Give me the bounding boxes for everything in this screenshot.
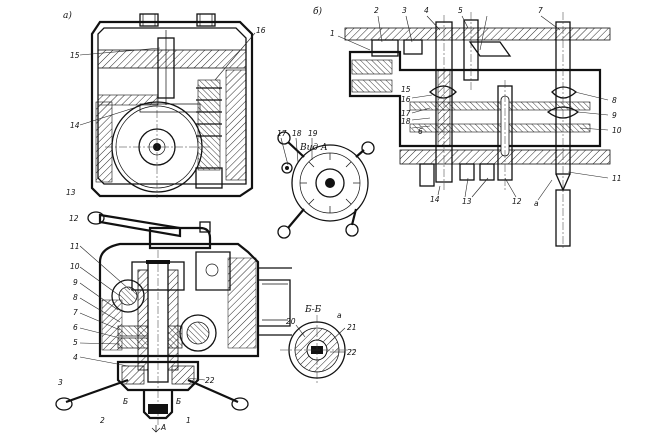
view-b-title: б) xyxy=(313,6,322,17)
view-b-mechanism xyxy=(337,12,611,250)
callout-bb-a: a xyxy=(337,311,342,320)
callout-12: 12 xyxy=(69,214,79,223)
callout-13: 13 xyxy=(66,188,76,197)
callout-b-17: 17 xyxy=(401,109,411,118)
view-a-top-housing xyxy=(79,13,256,198)
callout-b-13: 13 xyxy=(462,197,472,206)
callout-18: 18 xyxy=(292,129,302,138)
callout-b-15: 15 xyxy=(401,85,411,94)
callout-19: 19 xyxy=(308,129,318,138)
callout-b-8: 8 xyxy=(612,96,617,105)
callout-16: 16 xyxy=(256,26,266,35)
callout-b-7: 7 xyxy=(538,6,543,15)
callout-7: 7 xyxy=(73,308,78,317)
view-a-title: a) xyxy=(63,10,72,21)
view-a-bottom-section xyxy=(55,211,292,433)
section-bb xyxy=(280,315,355,385)
callout-b-5: 5 xyxy=(458,6,463,15)
callout-21: 21 xyxy=(347,323,357,332)
callout-1: 1 xyxy=(186,416,191,425)
callout-14: 14 xyxy=(70,121,80,130)
callout-b-right: Б xyxy=(176,397,181,406)
callout-5: 5 xyxy=(73,338,78,347)
callout-b-10: 10 xyxy=(612,126,622,135)
callout-b-2: 2 xyxy=(374,6,379,15)
callout-3: 3 xyxy=(58,378,63,387)
callout-15: 15 xyxy=(70,51,80,60)
callout-b-left: Б xyxy=(123,397,128,406)
callout-b-3: 3 xyxy=(402,6,407,15)
callout-b-4: 4 xyxy=(424,6,429,15)
callout-10: 10 xyxy=(70,262,80,271)
callout-b-16: 16 xyxy=(401,95,411,104)
callout-b-1: 1 xyxy=(330,29,335,38)
callout-b-12: 12 xyxy=(512,197,522,206)
callouts-view-a: 15 16 14 13 12 11 10 9 8 7 6 5 4 3 2 Б Б… xyxy=(58,26,266,432)
callouts-view-b: 1 2 3 4 5 7 8 9 10 11 15 16 17 18 6 14 1… xyxy=(330,6,622,208)
callout-9: 9 xyxy=(73,278,78,287)
callout-17: 17 xyxy=(277,129,287,138)
callout-22: 22 xyxy=(205,376,215,385)
view-titles: a) б) Вид A Б-Б xyxy=(63,6,328,315)
callout-4: 4 xyxy=(73,353,78,362)
callout-arrow-a: A xyxy=(160,423,166,432)
callout-b-14: 14 xyxy=(430,195,440,204)
section-bb-title: Б-Б xyxy=(304,305,322,315)
callout-b-11: 11 xyxy=(612,174,622,183)
callout-b-a: a xyxy=(534,199,539,208)
callout-2: 2 xyxy=(100,416,105,425)
callout-11: 11 xyxy=(70,242,80,251)
callout-20: 20 xyxy=(286,317,296,326)
callout-b-18: 18 xyxy=(401,117,411,126)
view-vid-a-title: Вид A xyxy=(299,143,328,153)
callout-b-9: 9 xyxy=(612,111,617,120)
view-a-disk xyxy=(277,131,375,239)
callout-8: 8 xyxy=(73,293,78,302)
callout-22-bb: 22 xyxy=(347,348,357,357)
callout-b-6: 6 xyxy=(418,127,423,136)
callouts-section-bb: 20 a 21 22 xyxy=(286,311,357,357)
callout-6: 6 xyxy=(73,323,78,332)
callouts-vid-a: 17 18 19 xyxy=(277,129,318,138)
